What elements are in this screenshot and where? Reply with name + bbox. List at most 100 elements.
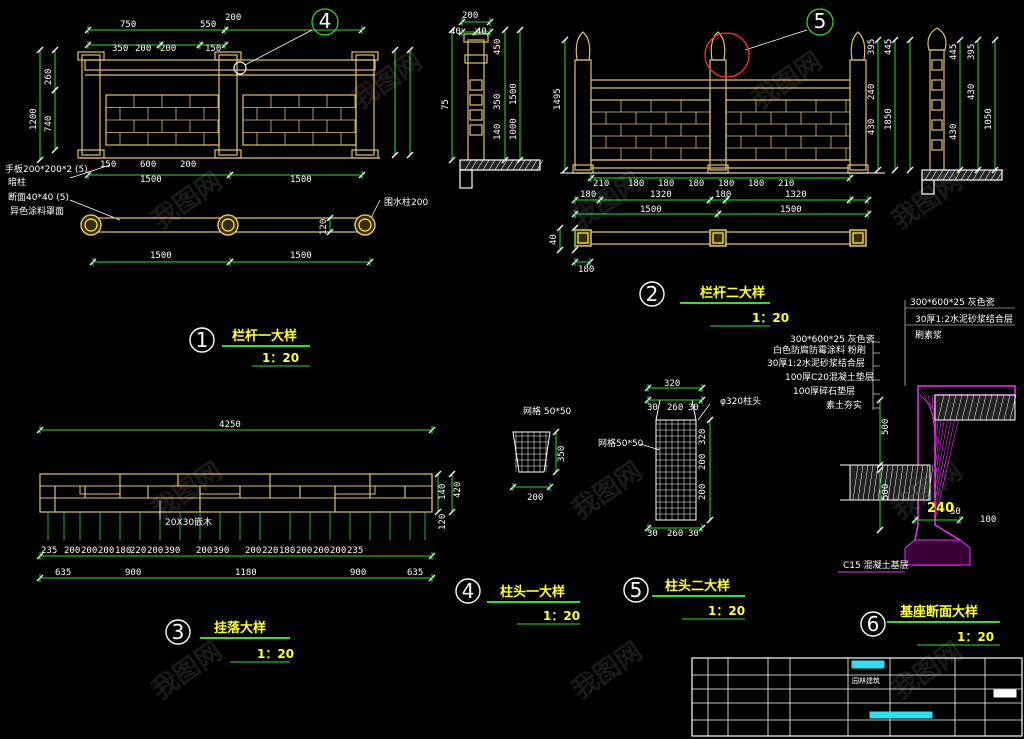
dimension-label: 235 — [41, 546, 57, 556]
dimension-label: 网格50*50 — [598, 437, 644, 449]
dimension-label: 100厚碎石垫层 — [793, 385, 855, 397]
dimension-label: 180 — [580, 190, 596, 200]
dimension-label: 430 — [867, 119, 877, 135]
dimension-label: 暗柱 — [8, 176, 26, 188]
dimension-label: 40 — [476, 27, 487, 37]
dimension-label: 220 — [130, 546, 146, 556]
dimension-label: 围水柱200 — [384, 196, 428, 208]
detail-scale: 1：20 — [543, 609, 580, 623]
dimension-label: 1495 — [553, 88, 563, 110]
dimension-label: 30 — [688, 403, 699, 413]
dimension-label: 350 — [112, 44, 128, 54]
dimension-label: 200 — [160, 44, 176, 54]
dimension-label: 200 — [698, 484, 708, 500]
watermark: 我图网 — [147, 636, 228, 705]
dimension-label: 1500 — [290, 175, 312, 185]
watermark: 我图网 — [567, 166, 648, 235]
dimension-label: 1000 — [509, 118, 519, 140]
dimension-label: 450 — [493, 39, 503, 55]
dimension-label: 150 — [100, 160, 116, 170]
dimension-label: 75 — [441, 99, 451, 110]
dimension-label: 180 — [628, 179, 644, 189]
dimension-label: 1500 — [150, 251, 172, 261]
dimension-label: 1500 — [509, 83, 519, 105]
dimension-label: 390 — [213, 546, 229, 556]
dimension-label: 200 — [313, 546, 329, 556]
watermark: 我图网 — [567, 456, 648, 525]
dimension-label: 30厚1:2水泥砂浆结合层 — [915, 313, 1013, 325]
dimension-label: 180 — [115, 546, 131, 556]
dimension-label: 30 — [647, 529, 658, 539]
dimension-label: 300*600*25 灰色瓷 — [910, 296, 995, 308]
watermark: 我图网 — [567, 636, 648, 705]
dimension-label: C15 混凝土基层 — [843, 559, 909, 571]
dimension-label: 1180 — [235, 568, 257, 578]
dimension-label: 1500 — [290, 251, 312, 261]
dimension-label: 240 — [927, 501, 954, 516]
dimension-label: 260 — [44, 69, 54, 85]
dimension-label: 刷素浆 — [915, 329, 942, 341]
dimension-label: 180 — [658, 179, 674, 189]
dimension-label: 50 — [950, 507, 961, 517]
dimension-label: 200 — [147, 546, 163, 556]
dimension-label: φ320柱头 — [720, 395, 761, 407]
dimension-label: 180 — [688, 179, 704, 189]
dimension-label: 235 — [347, 546, 363, 556]
dimension-label: 100 — [980, 515, 996, 525]
dimension-label: 180 — [578, 265, 594, 275]
watermark: 我图网 — [887, 636, 968, 705]
dimension-label: 150 — [205, 44, 221, 54]
dimension-label: 1850 — [884, 108, 894, 130]
dimension-label: 430 — [949, 124, 959, 140]
dimension-label: 200 — [64, 546, 80, 556]
detail-title: 栏杆二大样 — [700, 285, 765, 301]
dimension-label: 635 — [55, 568, 71, 578]
detail-title: 挂落大样 — [214, 620, 266, 636]
detail-title: 柱头二大样 — [665, 578, 730, 594]
dimension-label: 断面40*40 (5) — [8, 191, 69, 203]
dimension-label: 180 — [279, 546, 295, 556]
dimension-label: 300*600*25 灰色瓷 — [790, 333, 875, 345]
detail-number: 3 — [172, 620, 185, 644]
dimension-label: 1500 — [140, 175, 162, 185]
dimension-label: 210 — [778, 179, 794, 189]
dimension-label: 350 — [493, 94, 503, 110]
dimension-label: 140 — [438, 484, 448, 500]
dimension-label: 白色防腐防霉涂料 粉刷 — [773, 344, 866, 356]
detail-number: 5 — [630, 578, 643, 602]
callout-5: 5 — [814, 9, 827, 33]
dimension-label: 素土夯实 — [826, 399, 862, 411]
title-block-project: 园林建筑 — [852, 676, 880, 685]
dimension-label: 1200 — [29, 108, 39, 130]
dimension-label: 200 — [98, 546, 114, 556]
detail-scale: 1：20 — [257, 647, 294, 661]
dimension-label: 1320 — [785, 190, 807, 200]
detail-number: 2 — [646, 282, 659, 306]
linework — [36, 8, 1023, 737]
dimension-label: 430 — [967, 84, 977, 100]
dimension-label: 20X30嵌木 — [165, 516, 212, 528]
dimension-label: 600 — [140, 160, 156, 170]
dimension-label: 1500 — [640, 205, 662, 215]
dimension-label: 200 — [180, 160, 196, 170]
dimension-label: 240 — [867, 84, 877, 100]
dimension-label: 200 — [462, 11, 478, 21]
dimension-label: 100厚C20混凝土垫层 — [785, 371, 874, 383]
dimension-label: 320 — [664, 379, 680, 389]
detail-number: 6 — [867, 612, 880, 636]
dimension-label: 500 — [881, 484, 891, 500]
dimension-label: 200 — [296, 546, 312, 556]
dimension-label: 395 — [867, 39, 877, 55]
dimension-label: 30 — [688, 529, 699, 539]
dimension-label: 260 — [667, 529, 683, 539]
dimension-label: 30 — [647, 403, 658, 413]
dimension-label: 200 — [245, 546, 261, 556]
dimension-label: 550 — [200, 20, 216, 30]
dimension-label: 200 — [527, 493, 543, 503]
detail-scale: 1：20 — [957, 630, 994, 644]
dimension-label: 750 — [120, 20, 136, 30]
dimension-label: 200 — [330, 546, 346, 556]
dimension-label: 1050 — [984, 108, 994, 130]
dimension-label: 445 — [949, 44, 959, 60]
dimension-label: 40 — [549, 234, 559, 245]
